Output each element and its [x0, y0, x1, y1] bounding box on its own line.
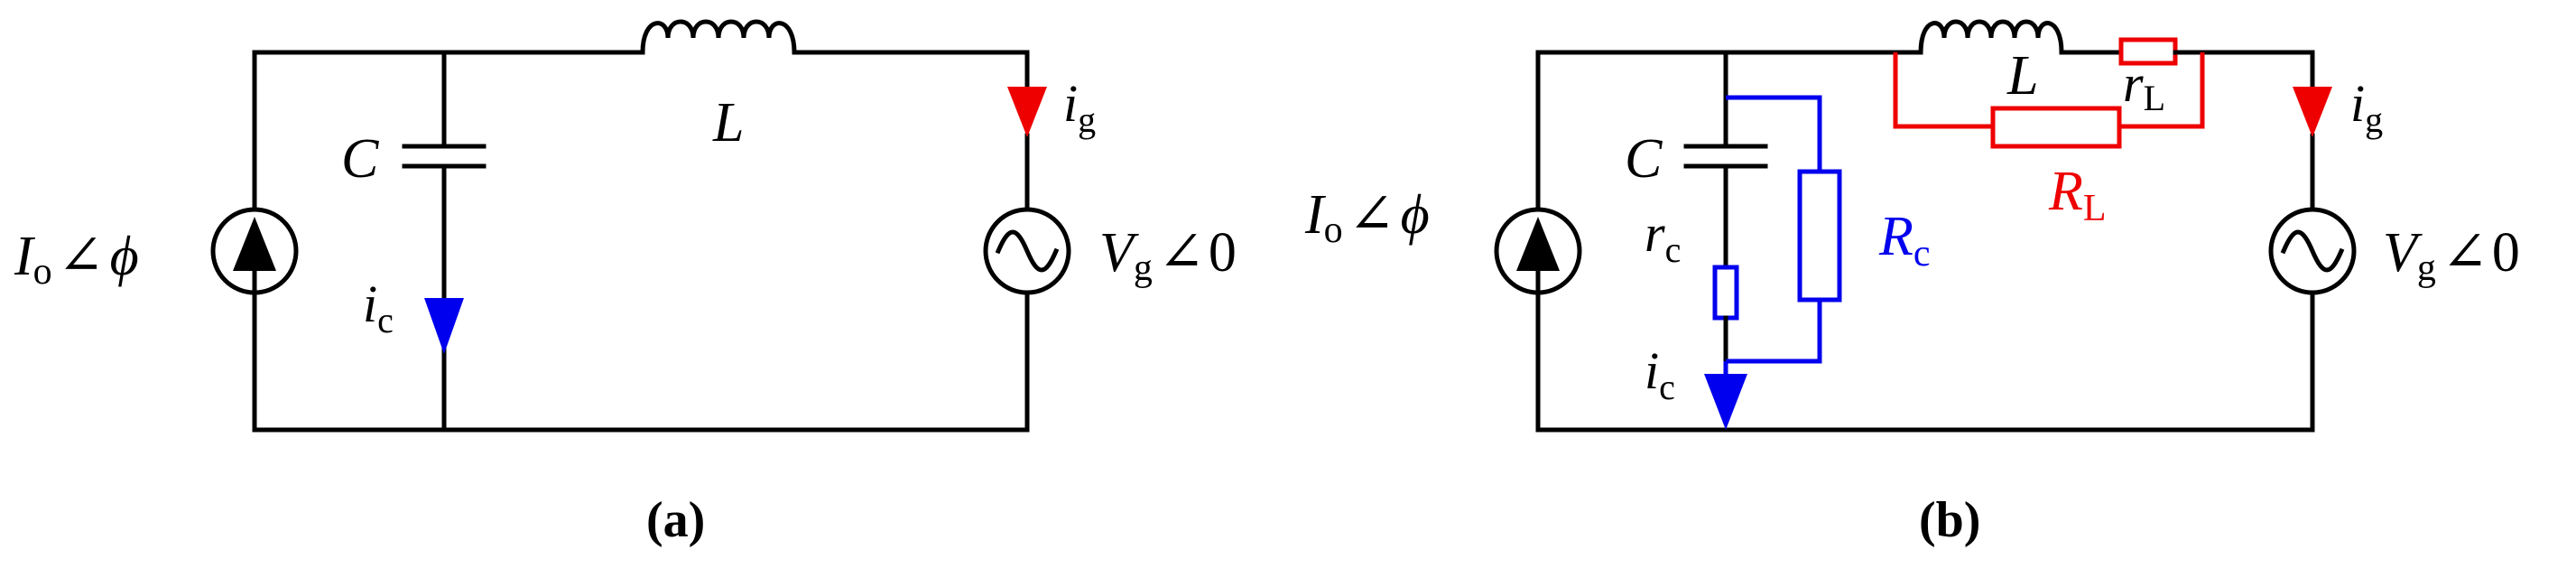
ac-voltage-source-icon	[983, 207, 1071, 295]
grid-voltage-label: Vg∠0	[1099, 222, 1237, 289]
source-label-b: Io∠ϕ	[1304, 184, 1430, 251]
capacitor-label-b: C	[1625, 128, 1663, 190]
panel-a: Io∠ϕ C L ic ig Vg∠0 (a)	[14, 19, 1237, 548]
panel-b-caption: (b)	[1919, 492, 1980, 548]
current-source-arrow-b	[1516, 217, 1560, 271]
resistor-icon-rl-parallel	[1990, 106, 2122, 149]
ac-voltage-source-icon-b	[2268, 207, 2357, 295]
resistor-icon-rc-parallel	[1797, 169, 1842, 303]
current-arrow-icon	[424, 298, 464, 354]
rl-parallel-branch	[1893, 52, 1993, 129]
grid-current-arrow-icon	[1007, 87, 1047, 137]
ac-sine-icon-b	[2280, 229, 2345, 273]
resistor-icon-rc-series	[1712, 265, 1739, 321]
capacitor-label: C	[341, 128, 379, 190]
wire-top-right	[792, 50, 1030, 102]
cap-current-label-b: ic	[1645, 341, 1675, 407]
ac-sine-icon	[995, 229, 1060, 273]
rl-parallel-label: RL	[2048, 161, 2107, 229]
cap-current-label: ic	[363, 275, 394, 340]
grid-voltage-label-b: Vg∠0	[2383, 222, 2520, 289]
inductor-label-b: L	[2006, 45, 2038, 107]
rc-parallel-label: Rc	[1878, 206, 1931, 275]
grid-current-arrow-icon-b	[2293, 87, 2332, 137]
current-source-icon	[210, 207, 299, 295]
panel-b: Io∠ϕ C L rL RL rc Rc ic ig Vg∠0 (b)	[1304, 19, 2520, 548]
wire-bottom-b	[1535, 292, 2315, 433]
current-arrow-icon-b	[1704, 374, 1747, 430]
grid-current-label-b: ig	[2350, 74, 2383, 140]
source-label: Io∠ϕ	[14, 226, 139, 293]
inductor-label: L	[712, 92, 744, 154]
rc-parallel-branch	[1726, 95, 1822, 172]
wire-bottom	[252, 292, 1030, 433]
rl-series-label: rL	[2123, 54, 2165, 118]
current-source-arrow	[233, 217, 276, 271]
panel-a-caption: (a)	[646, 492, 705, 548]
rc-series-label: rc	[1645, 204, 1681, 270]
current-source-icon-b	[1494, 207, 1582, 295]
rc-parallel-branch-bottom	[1726, 300, 1822, 364]
inductor-icon-b	[1918, 19, 2124, 55]
grid-current-label: ig	[1063, 74, 1096, 140]
wire-top-right-b	[2205, 50, 2315, 102]
inductor-icon	[640, 19, 797, 55]
rl-parallel-branch-right	[2119, 52, 2205, 129]
